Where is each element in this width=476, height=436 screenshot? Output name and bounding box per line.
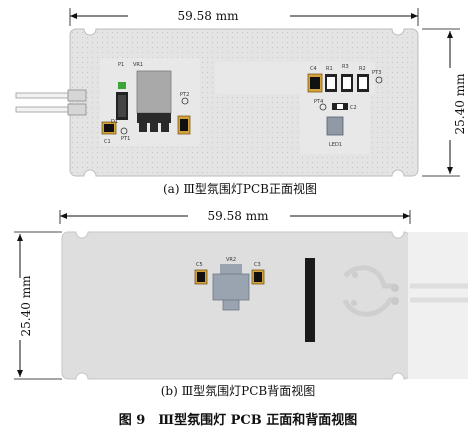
label-pt4: PT4 xyxy=(314,99,323,105)
label-p1: P1 xyxy=(118,62,124,68)
label-led1: LED1 xyxy=(329,142,342,148)
label-vr2: VR2 xyxy=(226,257,236,263)
label-c4: C4 xyxy=(310,66,317,72)
label-r2: R2 xyxy=(359,66,366,72)
top-width-dimension: 59.58 mm xyxy=(178,9,240,23)
vr1-regulator xyxy=(136,70,172,132)
d1-green-led xyxy=(118,82,126,89)
label-c3: C3 xyxy=(254,262,261,268)
label-r3: R3 xyxy=(342,64,349,70)
figure-caption: 图 9 Ⅲ型氛围灯 PCB 正面和背面视图 xyxy=(119,412,358,428)
label-vr1: VR1 xyxy=(133,62,143,68)
label-pt3: PT3 xyxy=(372,70,381,76)
bottom-board-view: 59.58 mm 25.40 mm C5 VR2 C3 xyxy=(14,209,468,398)
resistor-array xyxy=(307,73,369,93)
top-height-dimension: 25.40 mm xyxy=(453,73,467,135)
top-board-view: 59.58 mm 25.40 mm xyxy=(15,8,467,196)
label-c5: C5 xyxy=(196,262,203,268)
label-pt2: PT2 xyxy=(180,92,189,98)
label-c2: C2 xyxy=(350,105,357,111)
top-caption: (a) Ⅲ型氛围灯PCB正面视图 xyxy=(163,181,317,196)
label-c1: C1 xyxy=(104,139,111,145)
bottom-width-dimension: 59.58 mm xyxy=(208,209,270,223)
vr2-regulator xyxy=(212,264,250,311)
led1 xyxy=(326,116,344,136)
label-pt1: PT1 xyxy=(121,136,130,142)
label-r1: R1 xyxy=(326,66,333,72)
bottom-caption: (b) Ⅲ型氛围灯PCB背面视图 xyxy=(161,383,316,398)
bottom-black-strip xyxy=(305,258,315,342)
bottom-height-dimension: 25.40 mm xyxy=(19,275,33,337)
label-d1: D1 xyxy=(111,119,118,125)
wire-leads xyxy=(15,89,87,116)
